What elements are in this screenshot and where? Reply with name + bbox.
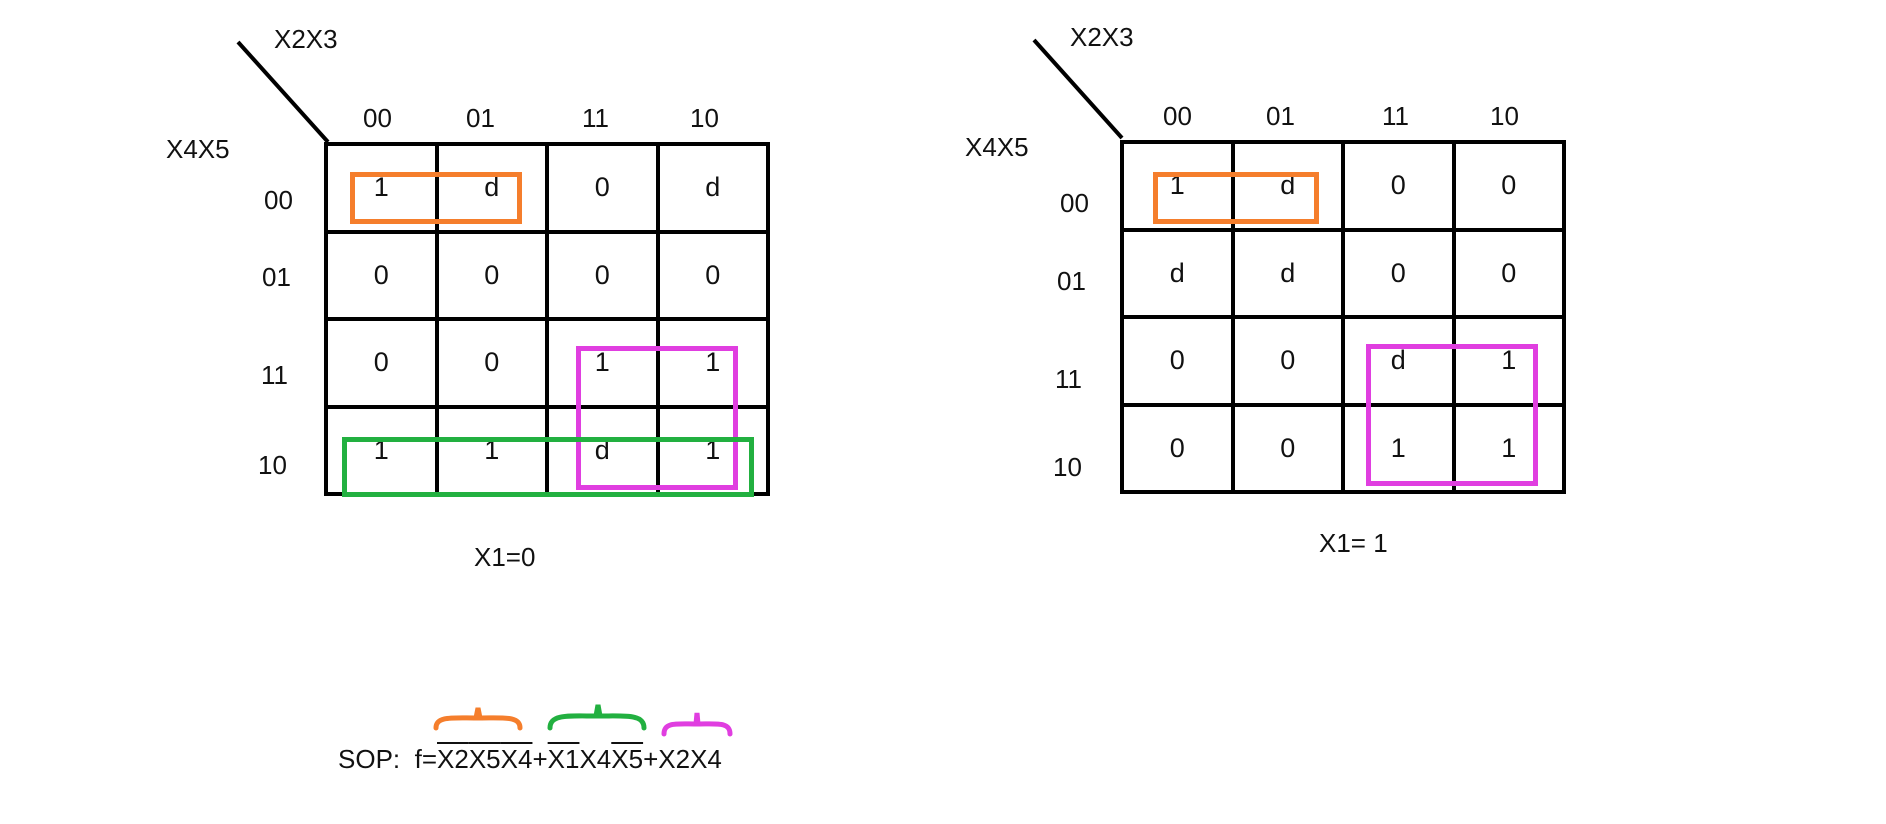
right-col-code: 01: [1266, 101, 1295, 131]
literal: X4: [690, 744, 722, 774]
left-green-group: [342, 437, 754, 497]
right-col-code: 00: [1163, 101, 1192, 131]
kmap-cell: 1: [1341, 402, 1456, 494]
kmap-cell: 0: [545, 229, 660, 321]
left-col-code: 01: [466, 103, 495, 133]
kmap-cell: 0: [1341, 227, 1456, 319]
kmap-cell: 1: [324, 142, 439, 234]
kmap-cell: d: [545, 404, 660, 496]
literal: X4: [579, 744, 612, 774]
right-magenta-group: [1366, 344, 1538, 486]
kmap-row: 0 0 1 1: [324, 317, 770, 409]
sop-plus: +: [643, 744, 659, 774]
kmap-cell: 0: [1230, 402, 1345, 494]
sop-term-3: X2X4: [658, 744, 722, 774]
green-term-brace: [547, 704, 647, 731]
left-col-code: 11: [582, 103, 609, 133]
right-orange-group: [1153, 172, 1319, 224]
left-col-code: 00: [363, 103, 392, 133]
sop-prefix: SOP:: [338, 744, 401, 774]
kmap-cell: 1: [1120, 140, 1235, 232]
left-col-var-label: X2X3: [274, 24, 338, 54]
kmap-cell: 1: [1451, 402, 1566, 494]
literal: X5: [611, 744, 644, 774]
right-col-code: 10: [1490, 101, 1519, 131]
kmap-row: 0 0 d 1: [1120, 315, 1566, 407]
right-row-code: 01: [1057, 266, 1086, 296]
left-magenta-group: [576, 346, 738, 490]
kmap-cell: 0: [434, 317, 549, 409]
kmap-cell: d: [1230, 140, 1345, 232]
orange-term-brace: [433, 707, 523, 731]
right-col-var-label: X2X3: [1070, 22, 1134, 52]
kmap-cell: 0: [1451, 227, 1566, 319]
literal: X1: [547, 744, 580, 774]
kmap-cell: 0: [545, 142, 660, 234]
left-col-code: 10: [690, 103, 719, 133]
left-kmap-grid: 1 d 0 d 0 0 0 0 0 0 1 1 1 1 d 1: [324, 142, 770, 496]
kmap-cell: 0: [655, 229, 770, 321]
kmap-cell: 0: [1341, 140, 1456, 232]
kmap-cell: 1: [545, 317, 660, 409]
kmap-row: 1 d 0 0: [1120, 140, 1566, 232]
sop-term-2: X1X4X5: [548, 744, 643, 774]
kmap-cell: d: [1120, 227, 1235, 319]
right-row-code: 11: [1055, 364, 1082, 394]
literal: X5: [468, 744, 501, 774]
left-row-var-label: X4X5: [166, 134, 230, 164]
right-row-code: 00: [1060, 188, 1089, 218]
kmap-cell: 0: [1230, 315, 1345, 407]
right-col-code: 11: [1382, 101, 1409, 131]
left-row-code: 10: [258, 450, 287, 480]
kmap-row: 0 0 1 1: [1120, 402, 1566, 494]
right-row-code: 10: [1053, 452, 1082, 482]
kmap-cell: d: [1230, 227, 1345, 319]
right-map-corner-diagonal: [1032, 38, 1124, 140]
right-map-caption: X1= 1: [1319, 528, 1388, 558]
sop-lhs: f=: [414, 744, 438, 774]
literal: X2: [658, 744, 691, 774]
left-row-code: 00: [264, 185, 293, 215]
right-kmap-grid: 1 d 0 0 d d 0 0 0 0 d 1 0 0 1 1: [1120, 140, 1566, 494]
kmap-cell: 1: [655, 317, 770, 409]
kmap-cell: 0: [1120, 315, 1235, 407]
kmap-cell: 1: [434, 404, 549, 496]
kmap-cell: d: [434, 142, 549, 234]
literal: X2: [437, 744, 469, 774]
kmap-cell: d: [1341, 315, 1456, 407]
left-orange-group: [350, 172, 522, 224]
sop-term-1: X2X5X4: [437, 744, 532, 774]
magenta-term-brace: [661, 712, 733, 737]
kmap-cell: 0: [1451, 140, 1566, 232]
left-row-code: 11: [261, 360, 288, 390]
kmap-cell: 0: [324, 229, 439, 321]
kmap-cell: 0: [324, 317, 439, 409]
kmap-row: d d 0 0: [1120, 227, 1566, 319]
sop-plus: +: [532, 744, 548, 774]
kmap-row: 1 d 0 d: [324, 142, 770, 234]
kmap-cell: 0: [1120, 402, 1235, 494]
right-row-var-label: X4X5: [965, 132, 1029, 162]
literal: X4: [500, 744, 533, 774]
kmap-cell: d: [655, 142, 770, 234]
kmap-cell: 1: [1451, 315, 1566, 407]
left-map-corner-diagonal: [236, 40, 330, 144]
sop-expression: SOP: f=X2X5X4+X1X4X5+X2X4: [338, 744, 722, 775]
left-row-code: 01: [262, 262, 291, 292]
kmap-cell: 0: [434, 229, 549, 321]
kmap-row: 0 0 0 0: [324, 229, 770, 321]
left-map-caption: X1=0: [474, 542, 536, 572]
